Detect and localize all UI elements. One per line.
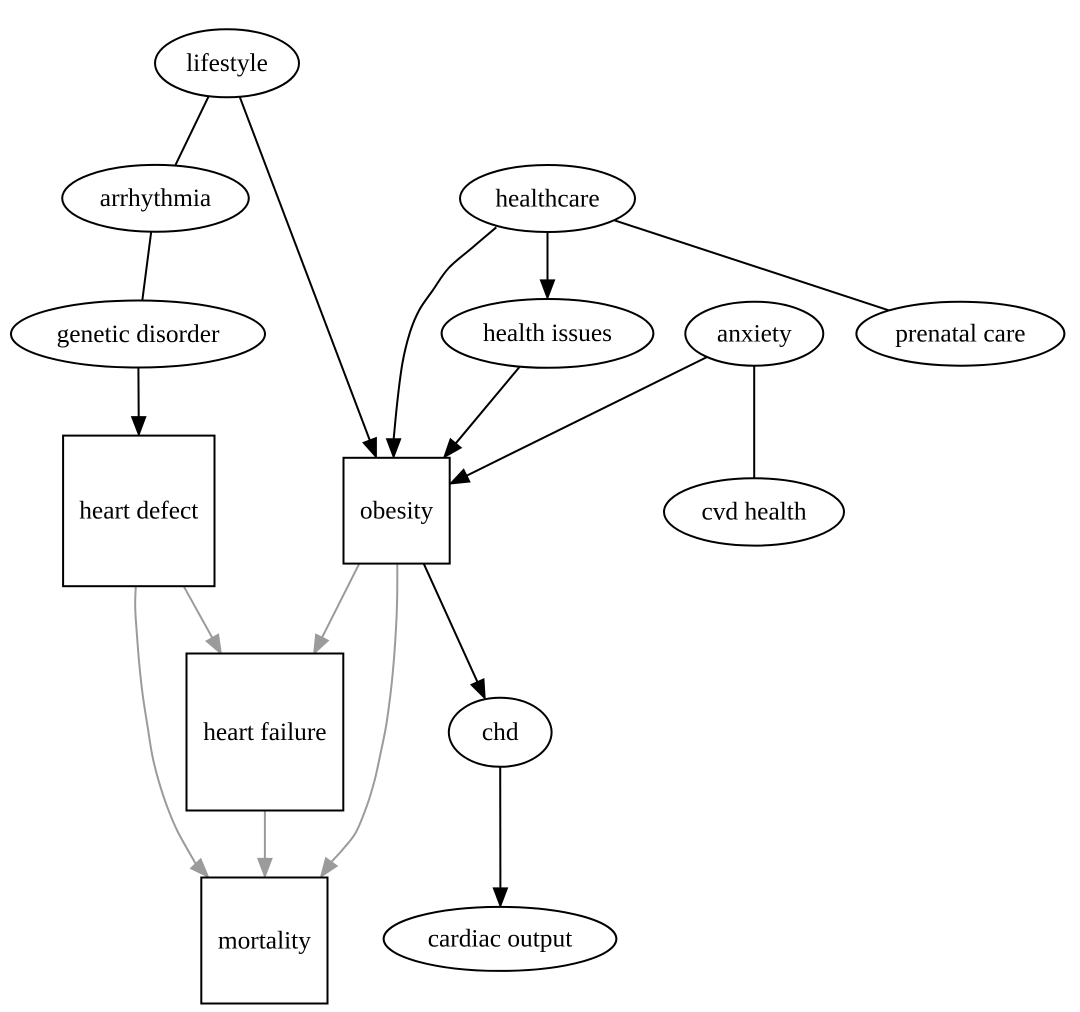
svg-text:health issues: health issues: [483, 319, 612, 347]
svg-text:cvd health: cvd health: [701, 498, 806, 526]
svg-text:healthcare: healthcare: [495, 184, 599, 212]
svg-text:heart failure: heart failure: [203, 718, 326, 746]
svg-text:prenatal care: prenatal care: [895, 320, 1025, 348]
svg-text:mortality: mortality: [218, 926, 311, 954]
svg-text:cardiac output: cardiac output: [428, 925, 573, 953]
svg-text:anxiety: anxiety: [717, 320, 792, 348]
svg-text:arrhythmia: arrhythmia: [100, 184, 211, 212]
svg-text:lifestyle: lifestyle: [186, 49, 268, 77]
svg-text:obesity: obesity: [360, 497, 434, 525]
svg-text:heart defect: heart defect: [79, 497, 198, 525]
svg-text:genetic disorder: genetic disorder: [57, 320, 220, 348]
svg-text:chd: chd: [482, 718, 519, 746]
